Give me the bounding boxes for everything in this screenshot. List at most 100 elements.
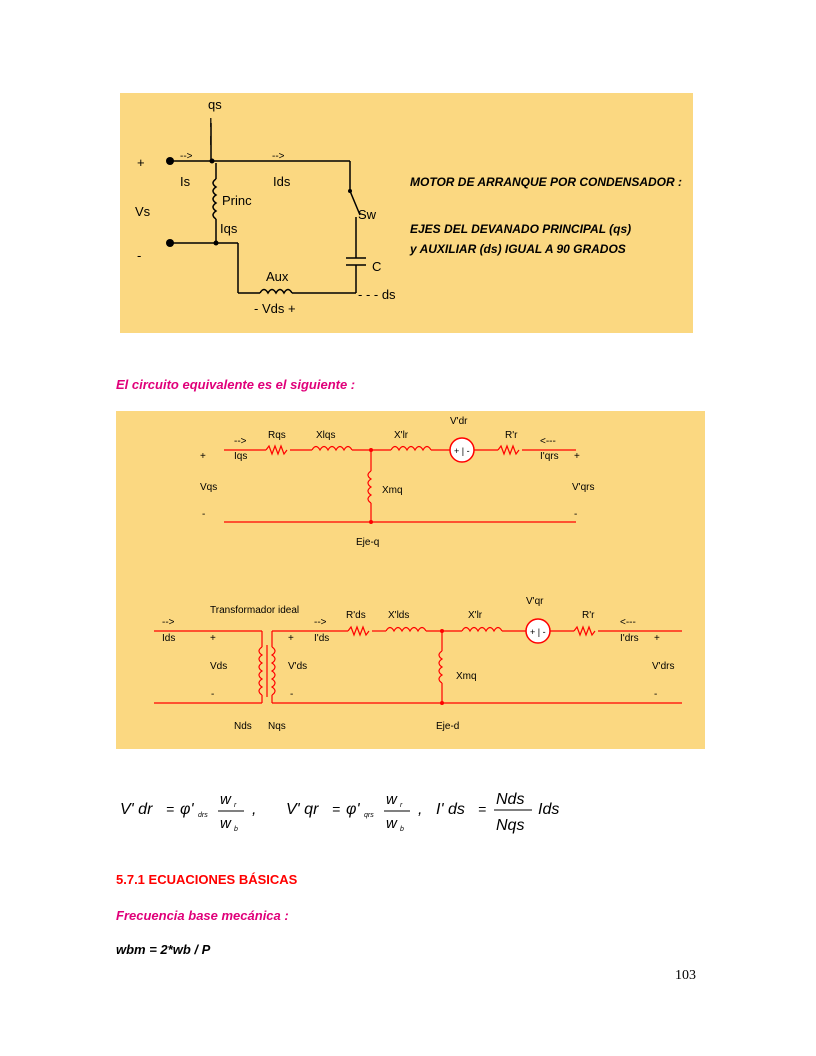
q-label-xmq: Xmq <box>382 485 403 496</box>
eq3-num: Nds <box>496 791 524 808</box>
d-node-top <box>440 629 444 633</box>
eq1-den-w: w <box>220 815 232 832</box>
eq1-num-w: w <box>220 791 232 808</box>
equation-row: V' dr = φ' drs w r w b , V' qr = φ' qrs … <box>118 786 598 838</box>
d-minus-2: - <box>290 689 293 700</box>
q-source-sign: + | - <box>454 446 470 456</box>
d-plus-2: + <box>288 633 294 644</box>
d-label-ids: Ids <box>162 633 175 644</box>
terminal-bottom <box>166 239 174 247</box>
caption: El circuito equivalente es el siguiente … <box>116 377 356 392</box>
equivalent-circuit-diagram: + | - --> Iqs Rqs Xlqs X'lr V'dr R'r <--… <box>116 411 705 749</box>
label-iqs: Iqs <box>220 221 238 236</box>
title-line-1: MOTOR DE ARRANQUE POR CONDENSADOR : <box>410 175 682 189</box>
label-plus: + <box>137 155 145 170</box>
q-label-rr: R'r <box>505 430 518 441</box>
q-arrow-left: --> <box>234 436 247 447</box>
node-top <box>209 158 215 164</box>
title-line-2: EJES DEL DEVANADO PRINCIPAL (qs) <box>410 222 631 236</box>
d-inductor-xlds <box>385 626 427 633</box>
d-source-sign: + | - <box>530 627 546 637</box>
q-label-xlqs: Xlqs <box>316 430 335 441</box>
eq3-equals: = <box>478 801 486 817</box>
eq2-phi-sub: qrs <box>364 812 374 819</box>
switch-contact <box>348 189 352 193</box>
eq1-den-sub: b <box>234 826 238 833</box>
q-resistor-rqs <box>265 444 288 456</box>
d-arrow-mid: --> <box>314 617 327 628</box>
d-label-transformer: Transformador ideal <box>210 605 299 616</box>
d-label-vqr: V'qr <box>526 596 544 607</box>
label-c: C <box>372 259 381 274</box>
d-label-rds: R'ds <box>346 610 366 621</box>
equation-svg: V' dr = φ' drs w r w b , V' qr = φ' qrs … <box>120 791 559 834</box>
eq2-lhs: V' qr <box>286 801 319 818</box>
q-node-bottom <box>369 520 373 524</box>
d-transformer-secondary <box>270 646 276 696</box>
d-arrow-right: <--- <box>620 617 636 628</box>
equivalent-circuit-svg: + | - --> Iqs Rqs Xlqs X'lr V'dr R'r <--… <box>154 416 682 732</box>
d-source-vqr <box>525 618 551 644</box>
d-node-bottom <box>440 701 444 705</box>
q-resistor-rr <box>497 444 520 456</box>
eq3-ids: Ids <box>538 801 559 818</box>
page-number: 103 <box>675 968 696 983</box>
d-arrow-left: --> <box>162 617 175 628</box>
eq2-num-sub: r <box>400 802 403 809</box>
q-plus-left: + <box>200 451 206 462</box>
eq2-equals: = <box>332 801 340 817</box>
q-minus-right: - <box>574 509 577 520</box>
q-label-iqrs: I'qrs <box>540 451 559 462</box>
d-plus-1: + <box>210 633 216 644</box>
q-plus-right: + <box>574 451 580 462</box>
label-is: Is <box>180 174 191 189</box>
eq1-phi-sub: drs <box>198 812 208 819</box>
aux-winding <box>259 288 293 295</box>
d-plus-right: + <box>654 633 660 644</box>
eq1-num-sub: r <box>234 802 237 809</box>
d-label-rr: R'r <box>582 610 595 621</box>
formula-wbm: wbm = 2*wb / P <box>116 942 211 957</box>
label-qs-bar-2: I <box>209 133 213 148</box>
q-node-top <box>369 448 373 452</box>
d-minus-right: - <box>654 689 657 700</box>
label-vs: Vs <box>135 204 151 219</box>
d-label-nds: Nds <box>234 721 252 732</box>
d-resistor-rr <box>573 625 596 637</box>
arrow-ids: --> <box>272 151 285 162</box>
q-label-iqs: Iqs <box>234 451 247 462</box>
d-label-xmq: Xmq <box>456 671 477 682</box>
eq3-lhs: I' ds <box>436 801 465 818</box>
d-label-idrs: I'drs <box>620 633 639 644</box>
eq2-comma: , <box>418 801 422 818</box>
label-vds: - Vds + <box>254 301 296 316</box>
label-sw: Sw <box>358 207 377 222</box>
label-minus: - <box>137 248 141 263</box>
q-label-rqs: Rqs <box>268 430 286 441</box>
q-label-vqrs: V'qrs <box>572 482 594 493</box>
eq2-phi: φ' <box>346 801 360 818</box>
label-aux: Aux <box>266 269 289 284</box>
node-bottom <box>213 240 219 246</box>
q-source-vdr <box>449 437 475 463</box>
switch-blade <box>349 190 361 216</box>
eq2-num-w: w <box>386 791 398 808</box>
q-inductor-xlqs <box>311 445 353 452</box>
d-transformer-primary <box>258 646 264 696</box>
q-label-vdr: V'dr <box>450 416 468 427</box>
d-label-vds: Vds <box>210 661 227 672</box>
d-resistor-rds <box>347 625 370 637</box>
motor-diagram: qs I I --> --> + Vs - Is Ids Princ Iqs S… <box>120 93 693 333</box>
q-label-xlr: X'lr <box>394 430 409 441</box>
d-label-xlr: X'lr <box>468 610 483 621</box>
section-heading: 5.7.1 ECUACIONES BÁSICAS <box>116 872 298 887</box>
d-inductor-xlr <box>461 626 503 633</box>
eq1-comma: , <box>252 801 256 818</box>
label-ds: - - - ds <box>358 287 396 302</box>
arrow-is: --> <box>180 151 193 162</box>
eq1-equals: = <box>166 801 174 817</box>
d-label-xlds: X'lds <box>388 610 409 621</box>
d-label-axis: Eje-d <box>436 721 459 732</box>
d-inductor-xmq <box>438 650 444 684</box>
eq2-den-w: w <box>386 815 398 832</box>
